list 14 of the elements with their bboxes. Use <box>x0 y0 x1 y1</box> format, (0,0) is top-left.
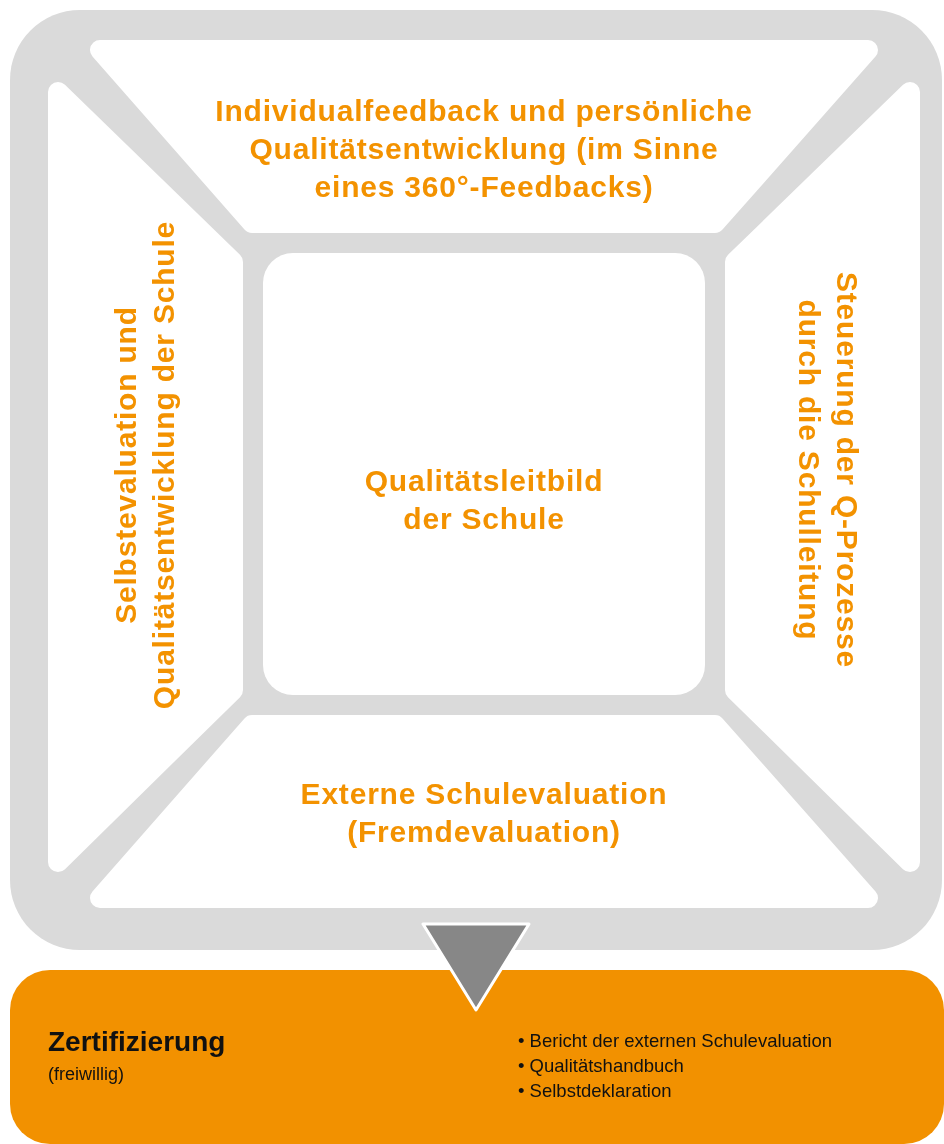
section-title: Selbstevaluation und Qualitätsentwicklung der Schule <box>108 219 181 712</box>
certification-box <box>10 970 944 1144</box>
section-title: Qualitätsleitbild der Schule <box>363 463 605 537</box>
section-title: Externe Schulevaluation (Fremdevaluation) <box>299 776 669 850</box>
arrow <box>421 922 531 1012</box>
subtitle: (freiwillig) <box>48 1064 124 1085</box>
section-title: Steuerung der Q-Prozesse durch die Schulleitung <box>792 271 865 670</box>
bullet-item: • Selbstdeklaration <box>518 1079 673 1103</box>
bullet-item: • Bericht der externen Schulevaluation <box>518 1029 832 1053</box>
bullet-item: • Qualitätshandbuch <box>518 1054 685 1078</box>
heading: Zertifizierung <box>48 1026 226 1058</box>
frame-panel <box>10 10 942 950</box>
section-title: Individualfeedback und persönliche Qualitätsentwicklung (im Sinne eines 360°-Feedbacks) <box>214 93 754 205</box>
center-panel <box>263 253 705 695</box>
